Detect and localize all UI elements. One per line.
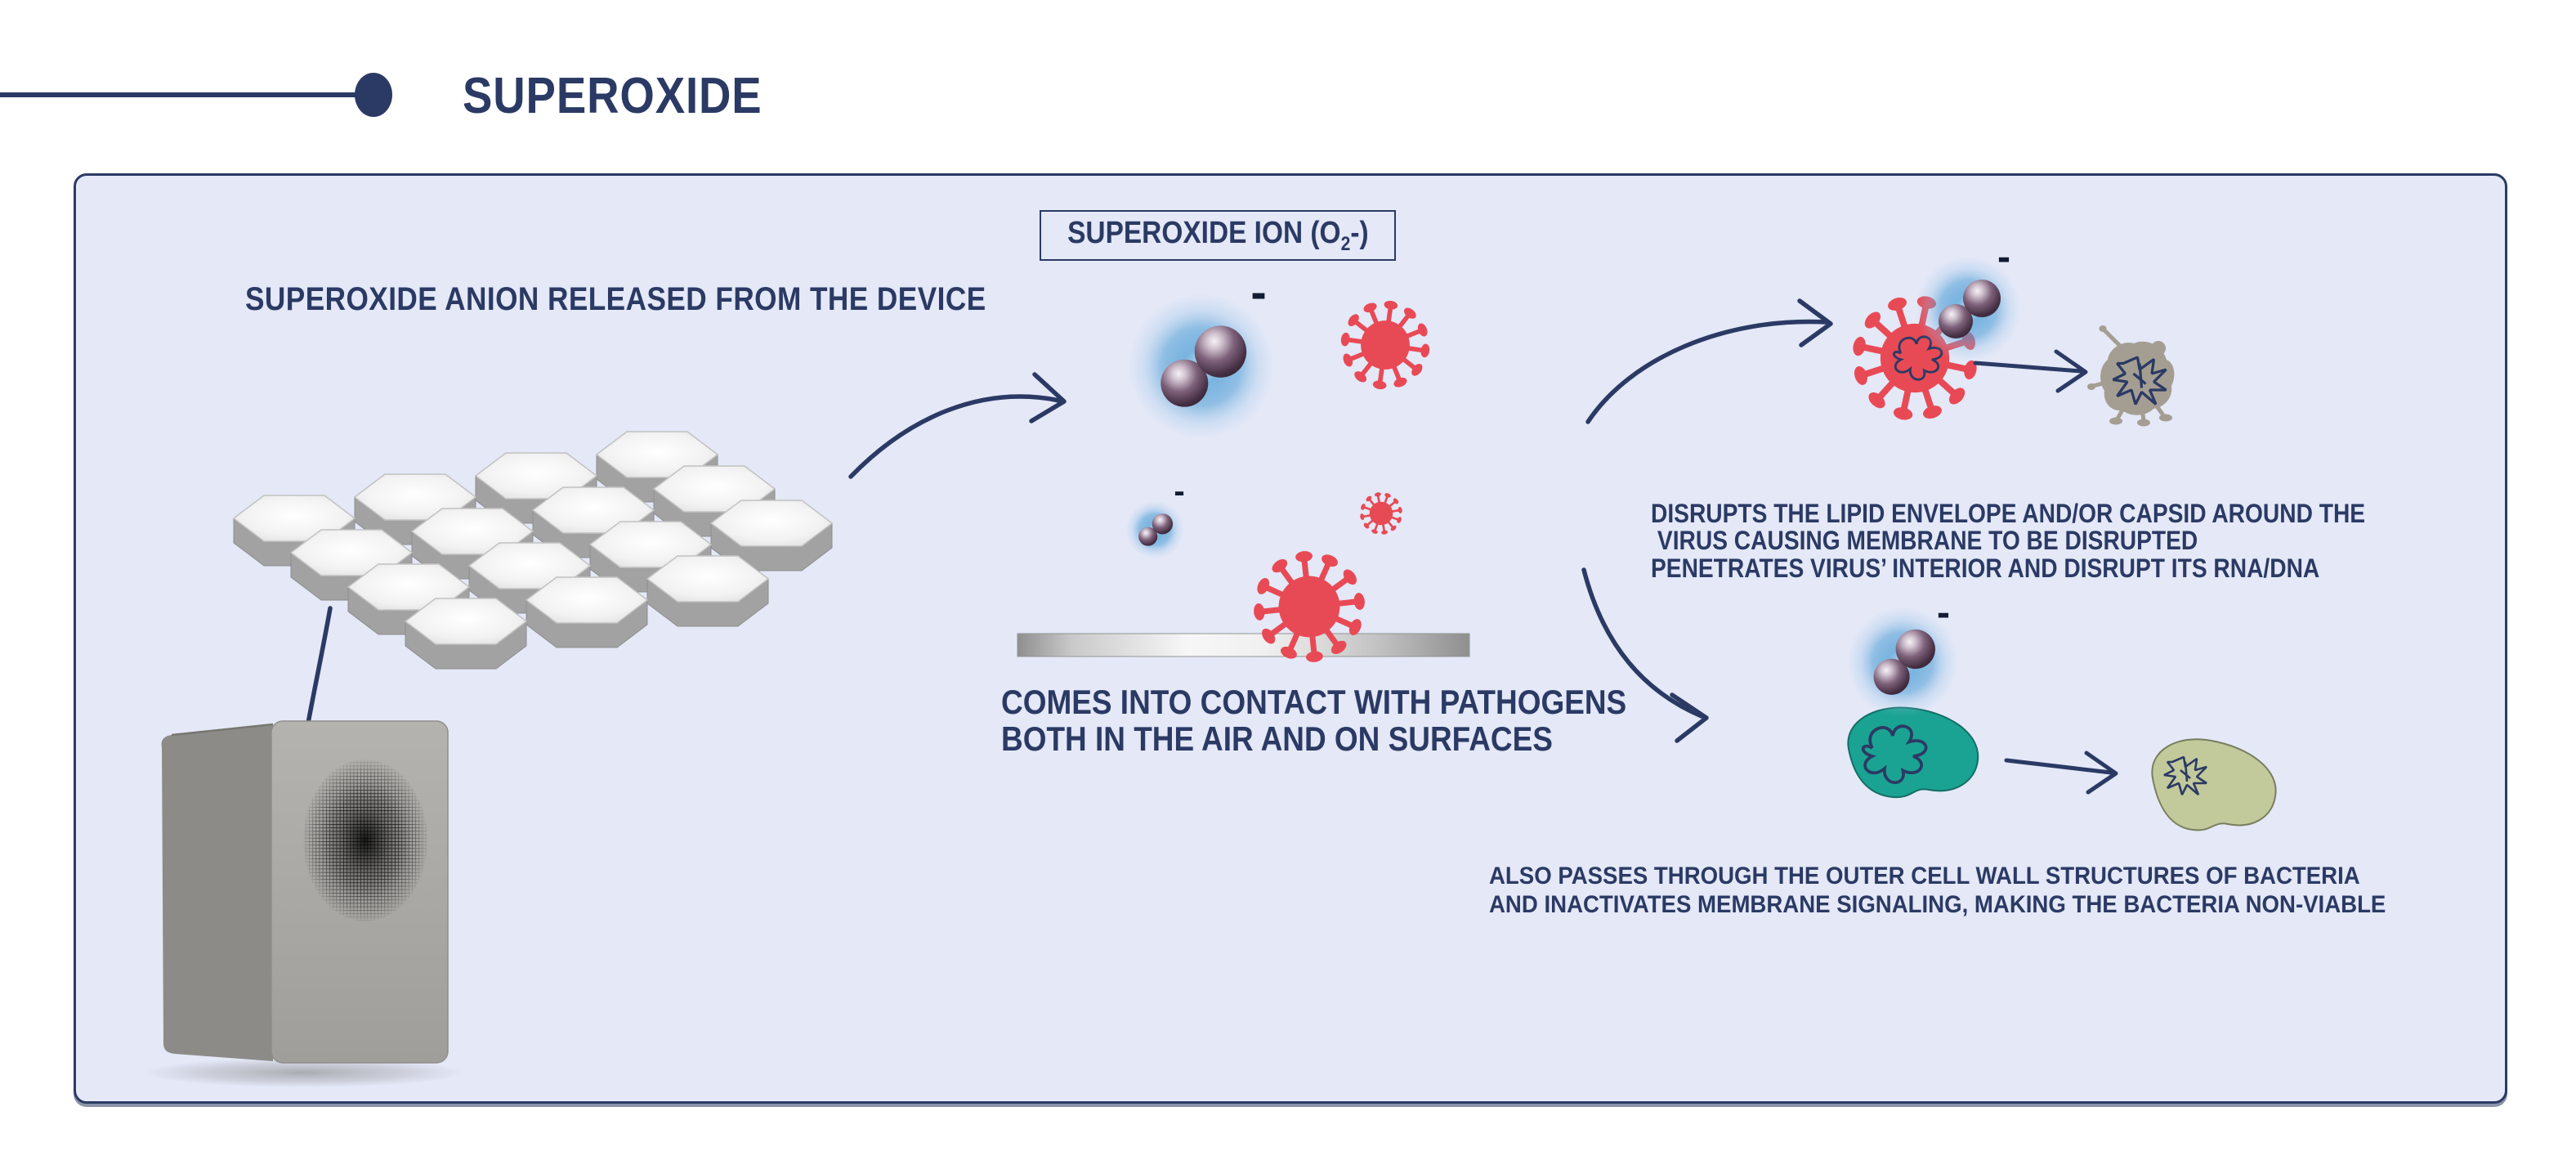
virus-neutralized-arrow bbox=[1973, 349, 2088, 393]
ion-subscript: 2 bbox=[1340, 232, 1350, 255]
ion-label-box: SUPEROXIDE ION (O2-) bbox=[1040, 210, 1396, 261]
superoxide-ion-small-icon bbox=[1125, 500, 1184, 559]
bacteria-effect-line2: AND INACTIVATES MEMBRANE SIGNALING, MAKI… bbox=[1489, 891, 2386, 919]
title-rule-line bbox=[0, 92, 358, 97]
device-speaker-grille-icon bbox=[303, 760, 427, 921]
bacteria-effect-text: ALSO PASSES THROUGH THE OUTER CELL WALL … bbox=[1489, 862, 2386, 919]
surface-attack-arrow bbox=[1581, 567, 1709, 743]
device-top-edge bbox=[171, 723, 274, 737]
virus-effect-line2: VIRUS CAUSING MEMBRANE TO BE DISRUPTED bbox=[1657, 526, 2198, 556]
virus-effect-line3: PENETRATES VIRUS’ INTERIOR AND DISRUPT I… bbox=[1651, 553, 2320, 583]
device-shadow bbox=[145, 1058, 463, 1087]
contact-caption: COMES INTO CONTACT WITH PATHOGENS BOTH I… bbox=[1001, 683, 1626, 758]
surface-bar bbox=[1017, 633, 1470, 657]
bacteria-effect-line1: ALSO PASSES THROUGH THE OUTER CELL WALL … bbox=[1489, 863, 2360, 889]
virus-airborne-icon bbox=[1335, 294, 1436, 396]
bacteria-dead-icon bbox=[2151, 738, 2277, 831]
release-arrow bbox=[848, 372, 1067, 479]
virus-dead-icon bbox=[2087, 325, 2174, 427]
virus-small-icon bbox=[1353, 486, 1409, 541]
device-connector-line bbox=[305, 606, 333, 730]
contact-caption-line1: COMES INTO CONTACT WITH PATHOGENS bbox=[1001, 683, 1627, 721]
air-attack-arrow bbox=[1585, 298, 1833, 424]
bacteria-live-icon bbox=[1847, 706, 1979, 799]
page-title: SUPEROXIDE bbox=[463, 68, 763, 124]
virus-effect-line1: DISRUPTS THE LIPID ENVELOPE AND/OR CAPSI… bbox=[1651, 499, 2366, 528]
ion-label: SUPEROXIDE ION (O2-) bbox=[1067, 215, 1369, 255]
device-release-heading: SUPEROXIDE ANION RELEASED FROM THE DEVIC… bbox=[245, 281, 986, 317]
bacteria-neutralized-arrow bbox=[2004, 751, 2118, 795]
purifier-device-illustration bbox=[145, 720, 463, 1087]
title-rule-dot bbox=[355, 73, 392, 117]
device-side-panel bbox=[161, 724, 273, 1061]
virus-effect-text: DISRUPTS THE LIPID ENVELOPE AND/OR CAPSI… bbox=[1651, 500, 2365, 582]
contact-caption-line2: BOTH IN THE AIR AND ON SURFACES bbox=[1001, 719, 1553, 759]
